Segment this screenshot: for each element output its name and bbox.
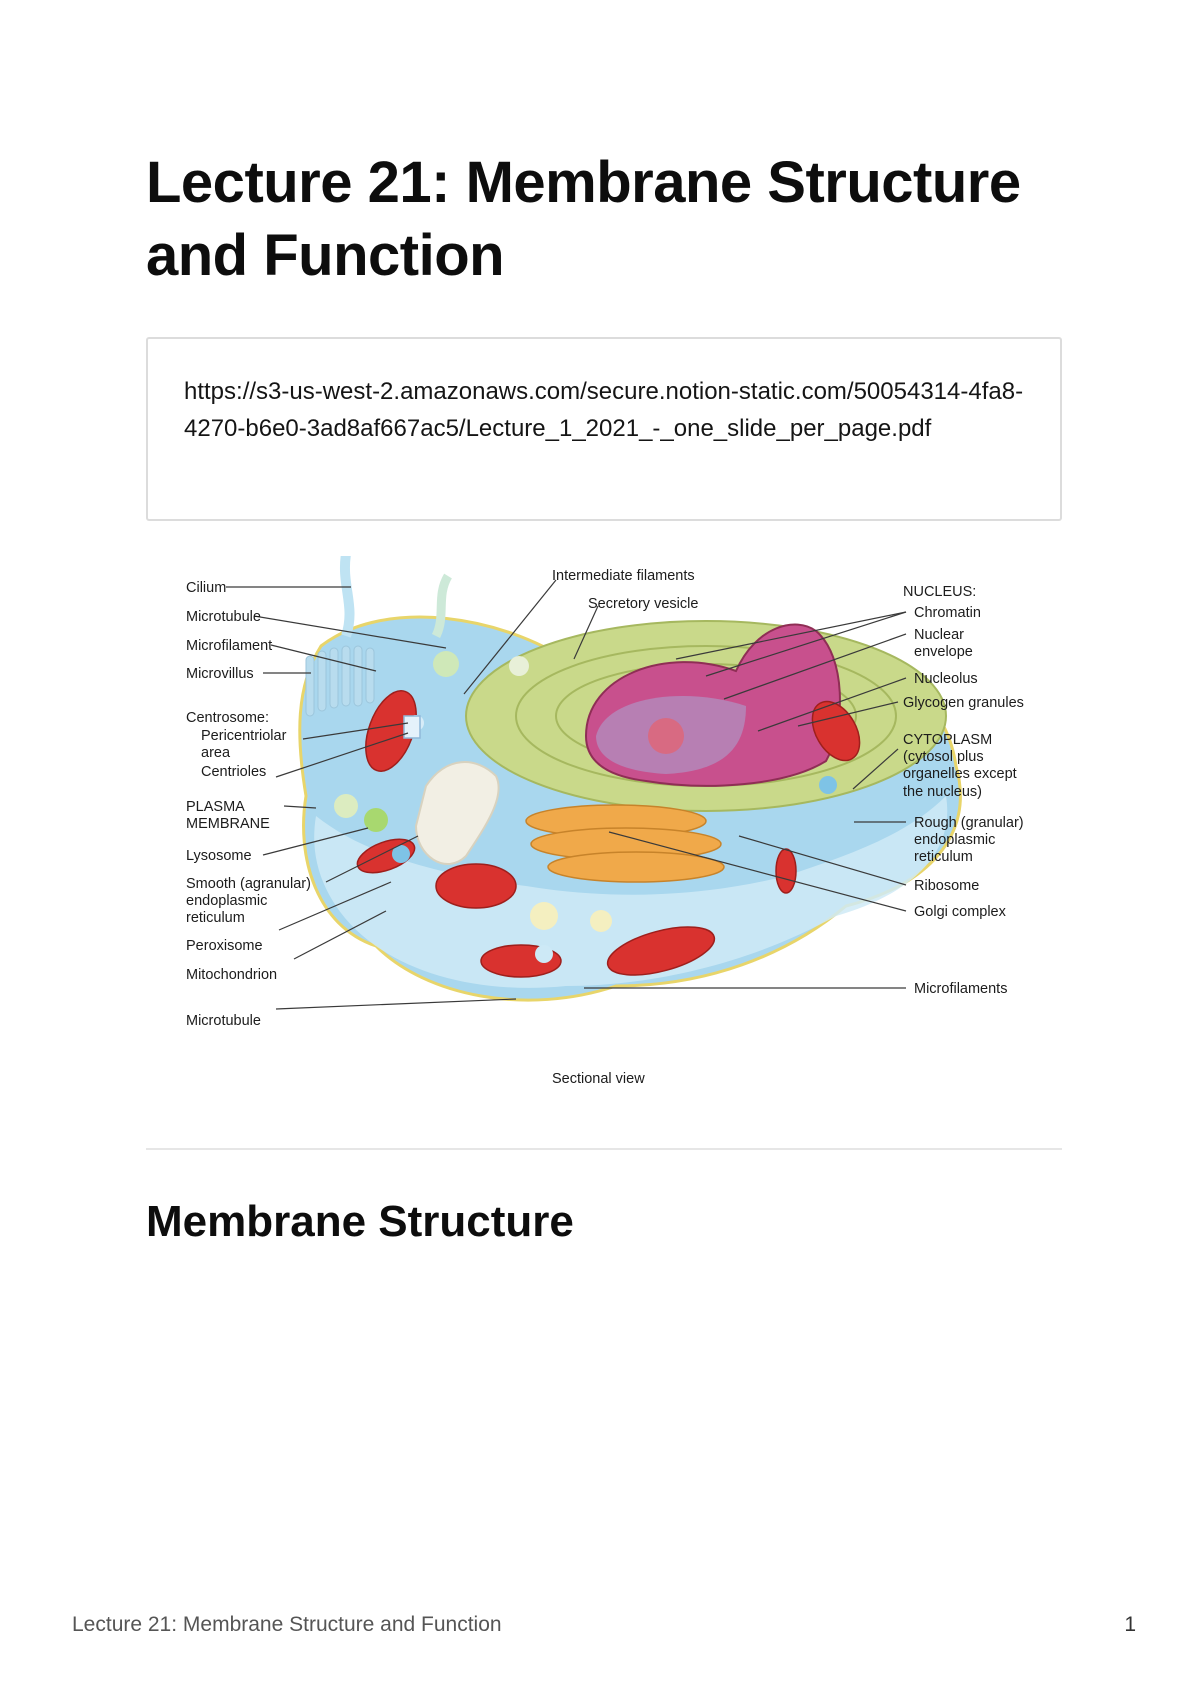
label-cytoplasm: CYTOPLASM <box>903 732 992 748</box>
cilium-shape <box>340 556 355 638</box>
label-smooth-er-3: reticulum <box>186 910 245 926</box>
label-mitochondrion: Mitochondrion <box>186 967 277 983</box>
label-microvillus: Microvillus <box>186 666 254 682</box>
label-leader-lines <box>226 579 907 1010</box>
label-ribosome: Ribosome <box>914 878 979 894</box>
footer-title: Lecture 21: Membrane Structure and Funct… <box>72 1613 502 1636</box>
label-golgi: Golgi complex <box>914 904 1007 920</box>
label-pericentriolar-area: area <box>201 745 231 761</box>
label-chromatin: Chromatin <box>914 605 981 621</box>
label-smooth-er-1: Smooth (agranular) <box>186 876 311 892</box>
label-cytoplasm-note-3: the nucleus) <box>903 784 982 800</box>
footer-page-number: 1 <box>1124 1613 1136 1636</box>
section-heading: Membrane Structure <box>146 1197 574 1246</box>
label-plasma: PLASMA <box>186 799 245 815</box>
pdf-link-bookmark[interactable]: https://s3-us-west-2.amazonaws.com/secur… <box>146 337 1062 521</box>
smooth-er-shape <box>414 761 500 866</box>
page-title: Lecture 21: Membrane Structure and Funct… <box>146 150 1021 288</box>
label-secretory-vesicle: Secretory vesicle <box>588 596 698 612</box>
figure-caption: Sectional view <box>552 1071 645 1087</box>
label-rough-er-3: reticulum <box>914 849 973 865</box>
label-microtubule-top: Microtubule <box>186 609 261 625</box>
label-microfilaments: Microfilaments <box>914 981 1007 997</box>
label-smooth-er-2: endoplasmic <box>186 893 267 909</box>
label-rough-er-1: Rough (granular) <box>914 815 1024 831</box>
label-pericentriolar: Pericentriolar <box>201 728 287 744</box>
label-nuclear-envelope-1: Nuclear <box>914 627 964 643</box>
label-cytoplasm-note-2: organelles except <box>903 766 1017 782</box>
label-nucleolus: Nucleolus <box>914 671 978 687</box>
label-cytoplasm-note-1: (cytosol plus <box>903 749 984 765</box>
label-centrosome: Centrosome: <box>186 710 269 726</box>
label-nuclear-envelope-2: envelope <box>914 644 973 660</box>
label-microfilament: Microfilament <box>186 638 272 654</box>
label-cilium: Cilium <box>186 580 226 596</box>
golgi-shape <box>525 804 725 883</box>
label-microtubule-bottom: Microtubule <box>186 1013 261 1029</box>
section-divider <box>146 1148 1062 1150</box>
label-rough-er-2: endoplasmic <box>914 832 995 848</box>
label-glycogen: Glycogen granules <box>903 695 1024 711</box>
centriole-shape <box>403 715 421 739</box>
label-peroxisome: Peroxisome <box>186 938 263 954</box>
label-membrane: MEMBRANE <box>186 816 270 832</box>
cell-diagram-figure: Cilium Microtubule Microfilament Microvi… <box>146 556 1062 1096</box>
label-lysosome: Lysosome <box>186 848 252 864</box>
cell-front-face <box>314 796 948 988</box>
label-intermediate-filaments: Intermediate filaments <box>552 568 695 584</box>
label-nucleus: NUCLEUS: <box>903 584 976 600</box>
bookmark-url[interactable]: https://s3-us-west-2.amazonaws.com/secur… <box>184 378 1024 442</box>
cell-diagram: Cilium Microtubule Microfilament Microvi… <box>186 556 1024 1087</box>
label-centrioles: Centrioles <box>201 764 266 780</box>
microvilli <box>305 645 375 717</box>
nucleolus-shape <box>648 718 684 754</box>
cilium-shape-2 <box>431 573 453 639</box>
